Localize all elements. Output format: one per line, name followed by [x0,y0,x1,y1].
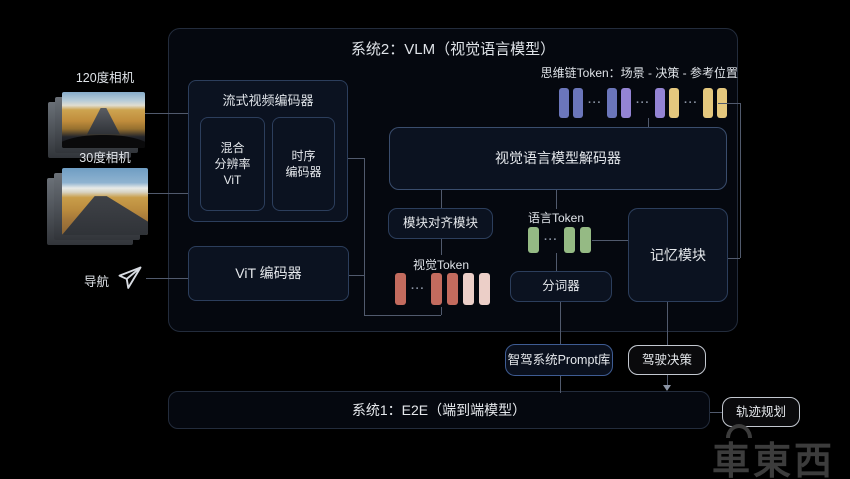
token-gap-dots: ··· [411,282,425,295]
red-token [446,273,458,305]
fisheye-curve [62,134,145,148]
purple-token [655,88,665,118]
line-cot-to-memory [728,258,740,259]
line-tokens-to-align [441,239,442,255]
yellow-token [669,88,679,118]
line-cot-down [740,103,741,258]
line-nav-to-vit [146,278,188,279]
blue-token [573,88,583,118]
line-trunk-to-tokens [364,315,441,316]
system1-e2e-box: 系统1：E2E（端到端模型） [168,391,710,429]
temporal-encoder-box: 时序 编码器 [272,117,335,211]
line-stream-out [348,158,364,159]
vit-encoder-box: ViT 编码器 [188,246,349,301]
blue-token [607,88,617,118]
token-gap-dots: ··· [544,233,558,246]
camera-30-image [62,168,148,235]
road-shape [86,107,121,135]
red-token [394,273,406,305]
green-token [563,227,575,253]
system2-title: 系统2：VLM（视觉语言模型） [350,41,556,58]
pink-token [462,273,474,305]
line-align-to-decoder [441,190,442,208]
line-cam120-to-encoder [145,113,188,114]
cot-token-row: ··· ··· ··· [557,88,729,118]
red-token [430,273,442,305]
blue-token [559,88,569,118]
camera-120-image [62,92,145,148]
token-gap-dots: ··· [684,96,698,109]
yellow-token [703,88,713,118]
align-module-box: 模块对齐模块 [388,208,493,239]
vlm-decoder-box: 视觉语言模型解码器 [389,127,727,190]
cot-token-label: 思维链Token：场景 - 决策 - 参考位置 [540,66,738,80]
line-e2e-to-trajectory [710,412,722,413]
line-decoder-to-language [556,190,557,209]
line-language-to-memory [592,240,628,241]
language-token-row: ··· [525,227,593,253]
line-cam30-to-encoder [148,193,188,194]
green-token [579,227,591,253]
arrowhead-decision-to-e2e [663,385,671,391]
visual-token-row: ··· [392,273,492,305]
line-stub-visual-tokens [441,307,442,315]
line-decoder-to-cot [648,118,649,127]
driving-decision-box: 驾驶决策 [628,345,706,375]
camera-30-label: 30度相机 [79,151,131,165]
line-memory-to-decision [667,302,668,345]
line-cot-right [718,103,740,104]
watermark-arc [726,424,752,438]
nav-label: 导航 [84,275,110,289]
navigation-arrow-icon [118,266,142,289]
line-tokenizer-to-prompt [560,302,561,344]
memory-module-box: 记忆模块 [628,208,728,302]
prompt-library-box: 智驾系统Prompt库 [505,344,613,376]
camera-120-label: 120度相机 [75,71,135,85]
token-gap-dots: ··· [636,96,650,109]
visual-token-label: 视觉Token [412,258,470,272]
road-shape [62,196,148,235]
language-token-label: 语言Token [527,211,585,225]
trajectory-planning-box: 轨迹规划 [722,397,800,427]
line-language-to-tokenizer [556,253,557,271]
purple-token [621,88,631,118]
tokenizer-box: 分词器 [510,271,612,302]
mixed-resolution-vit-box: 混合 分辨率 ViT [200,117,265,211]
stream-video-encoder-title: 流式视频编码器 [222,93,314,108]
line-vit-out [349,275,364,276]
line-prompt-to-e2e [560,376,561,393]
pink-token [478,273,490,305]
token-gap-dots: ··· [588,96,602,109]
line-encoder-trunk [364,158,365,316]
watermark-logo: 車東西 [712,439,836,479]
green-token [527,227,539,253]
line-decision-to-e2e [667,375,668,387]
